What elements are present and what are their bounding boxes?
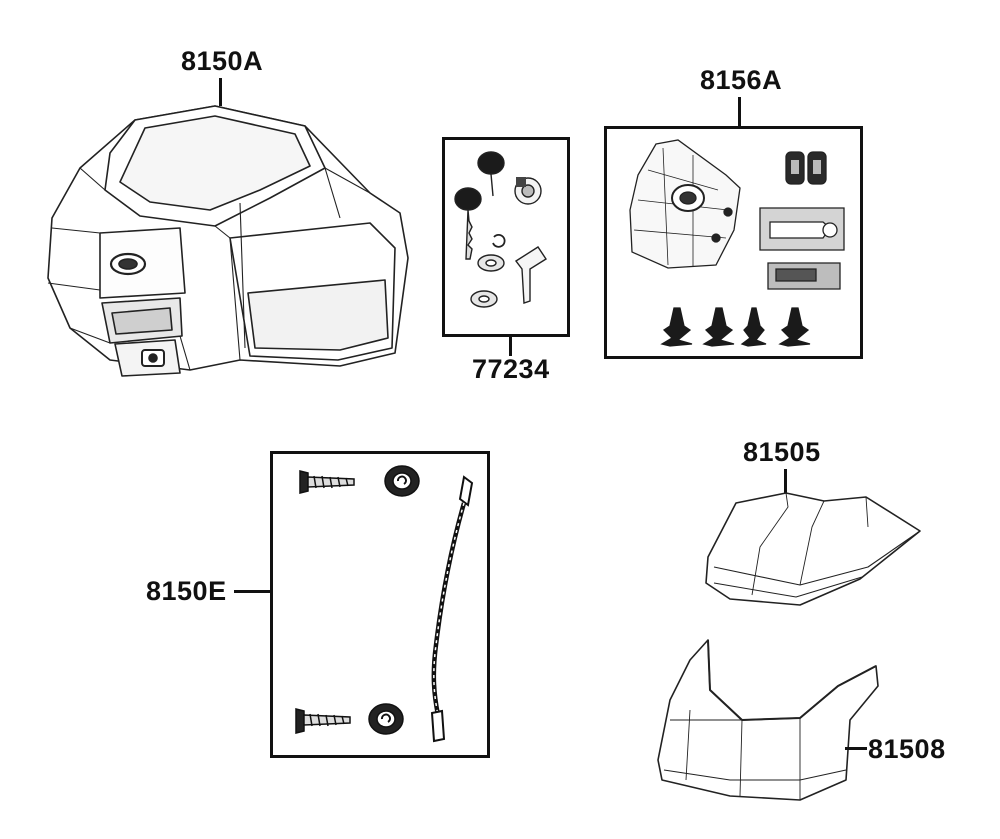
leader-8150a — [219, 78, 222, 106]
hinge-kit-drawing — [608, 130, 858, 355]
callout-77234: 77234 — [472, 354, 550, 384]
leader-77234 — [509, 336, 512, 356]
callout-8150a: 8150A — [181, 46, 264, 76]
leader-81505 — [784, 469, 787, 493]
leader-81508 — [845, 747, 867, 750]
lock-kit-box — [442, 137, 570, 337]
screw-kit-drawing — [274, 455, 486, 753]
bottom-cover-drawing — [650, 630, 880, 810]
lock-kit-drawing — [446, 141, 566, 331]
callout-8150e: 8150E — [146, 576, 227, 606]
leader-8150e — [234, 590, 271, 593]
callout-81505: 81505 — [743, 437, 821, 467]
leader-8156a — [738, 97, 741, 128]
lid-cover-drawing — [700, 487, 930, 617]
top-box-drawing — [40, 98, 420, 388]
callout-81508: 81508 — [868, 734, 946, 764]
callout-8156a: 8156A — [700, 65, 783, 95]
